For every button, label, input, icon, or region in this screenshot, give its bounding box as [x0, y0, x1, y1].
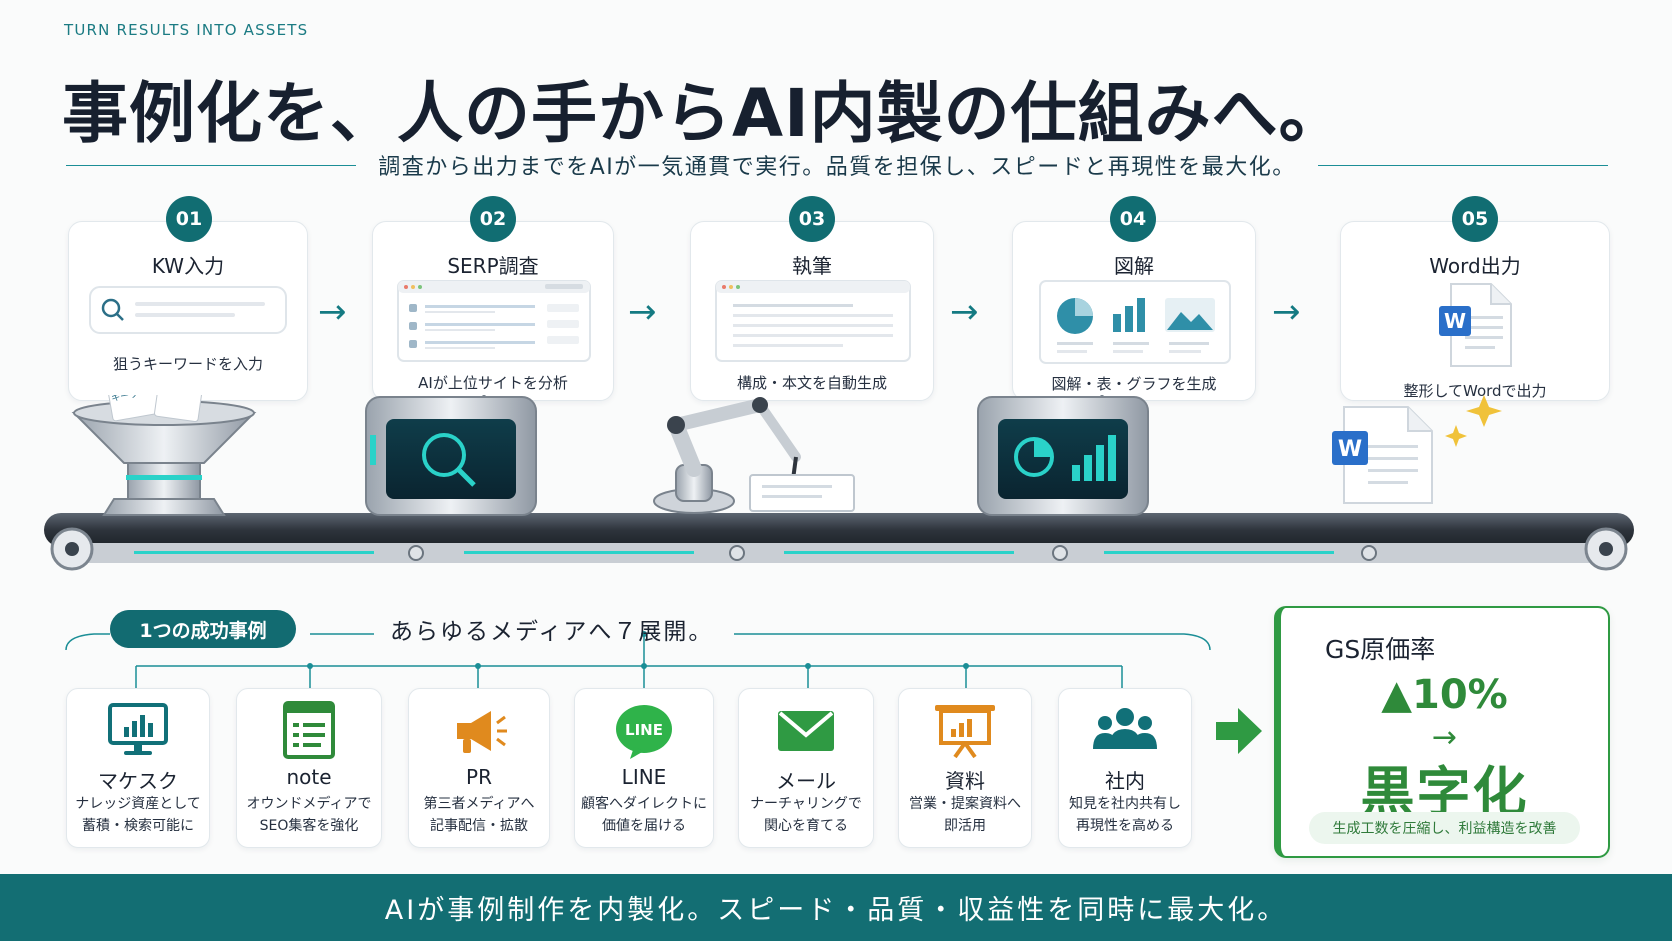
chart-machine-icon [977, 395, 1149, 516]
svg-text:W: W [1444, 309, 1466, 333]
subtitle-row: 調査から出力までをAIが一気通貫で実行。品質を担保し、スピードと再現性を最大化。 [66, 150, 1609, 180]
charts-panel-icon [1039, 280, 1231, 364]
word-document-output-icon: W [1332, 395, 1502, 504]
step-number-badge: 01 [166, 196, 212, 242]
media-connector-lines [65, 631, 1211, 688]
search-bar-icon [89, 286, 287, 334]
step-desc: 図解・表・グラフを生成 [1051, 375, 1217, 393]
footer-banner: AIが事例制作を内製化。スピード・品質・収益性を同時に最大化。 [0, 874, 1672, 941]
step-card-kw-input: KW入力 狙うキーワードを入力 [68, 221, 308, 401]
media-desc: ナレッジ資産として蓄積・検索可能に [75, 796, 201, 834]
media-card-pr: PR 第三者メディアへ記事配信・拡散 [408, 688, 550, 848]
media-card-makesuku: マケスク ナレッジ資産として蓄積・検索可能に [66, 688, 210, 848]
arrow-right-icon: → [628, 292, 657, 332]
step-title: 図解 [1114, 254, 1154, 278]
step-number-badge: 04 [1110, 196, 1156, 242]
media-desc: 営業・提案資料へ即活用 [909, 796, 1021, 834]
document-list-icon [283, 701, 335, 759]
step-card-serp: SERP調査 AIが上位サイトを分析 [372, 221, 614, 401]
conveyor-illustration: キーワード W [44, 395, 1634, 571]
media-desc: 知見を社内共有し再現性を高める [1069, 796, 1181, 834]
media-desc: 第三者メディアへ記事配信・拡散 [423, 796, 535, 834]
step-number-badge: 02 [470, 196, 516, 242]
gs-title: GS原価率 [1325, 635, 1436, 664]
step-desc: AIが上位サイトを分析 [418, 374, 568, 392]
robot-arm-icon [653, 397, 855, 514]
arrow-right-icon: → [318, 292, 347, 332]
step-card-writing: 執筆 構成・本文を自動生成 [690, 221, 934, 401]
gs-value: ▲10% [1381, 672, 1508, 718]
megaphone-icon [457, 711, 507, 753]
step-number-badge: 03 [789, 196, 835, 242]
gs-cost-rate-card: GS原価率 ▲10% → 黒字化 生成工数を圧縮し、利益構造を改善 [1274, 606, 1610, 858]
hopper-label: キーワード [111, 395, 157, 404]
step-card-diagram: 図解 図解・表・グラフを生成 [1012, 221, 1256, 401]
sparkle-icon [1445, 425, 1467, 447]
page-title: 事例化を、人の手からAI内製の仕組みへ。 [62, 75, 1346, 152]
subtitle-line-right [1317, 164, 1609, 166]
word-badge: W [1338, 437, 1362, 462]
media-card-line: LINE LINE 顧客へダイレクトに価値を届ける [574, 688, 714, 848]
step-title: SERP調査 [447, 254, 539, 278]
step-title: 執筆 [792, 254, 832, 278]
media-name: メール [776, 769, 836, 793]
line-icon: LINE [616, 705, 672, 759]
media-name: note [286, 765, 332, 789]
step-number-badge: 05 [1452, 196, 1498, 242]
word-file-icon: W [1439, 283, 1512, 367]
media-name: LINE [621, 765, 667, 789]
media-card-internal: 社内 知見を社内共有し再現性を高める [1058, 688, 1192, 848]
arrow-right-icon: → [1272, 292, 1301, 332]
step-title: Word出力 [1429, 254, 1521, 278]
media-card-mail: メール ナーチャリングで関心を育てる [738, 688, 874, 848]
eyebrow-text: TURN RESULTS INTO ASSETS [64, 21, 309, 39]
conveyor-belt [44, 513, 1634, 547]
media-desc: 顧客へダイレクトに価値を届ける [581, 796, 707, 834]
monitor-chart-icon [108, 703, 168, 755]
document-editor-icon [715, 280, 911, 362]
media-name: マケスク [98, 769, 178, 793]
gs-note: 生成工数を圧縮し、利益構造を改善 [1309, 812, 1580, 844]
subtitle-line-left [66, 164, 357, 166]
analysis-machine-icon [365, 395, 537, 516]
presentation-icon [935, 705, 995, 759]
sparkle-icon [1466, 395, 1502, 427]
arrow-right-icon: → [950, 292, 979, 332]
step-desc: 構成・本文を自動生成 [736, 374, 887, 392]
media-name: 資料 [945, 769, 985, 793]
step-card-word-output: Word出力 W 整形してWordで出力 [1340, 221, 1610, 401]
step-desc: 狙うキーワードを入力 [112, 355, 263, 373]
media-desc: ナーチャリングで関心を育てる [750, 796, 862, 834]
team-icon [1093, 708, 1157, 749]
mail-icon [778, 711, 834, 751]
page-subtitle: 調査から出力までをAIが一気通貫で実行。品質を担保し、スピードと再現性を最大化。 [378, 155, 1296, 180]
media-name: 社内 [1105, 769, 1145, 793]
step-desc: 整形してWordで出力 [1403, 382, 1547, 400]
browser-analysis-icon [397, 280, 591, 362]
arrow-right-icon [1216, 708, 1262, 754]
success-case-tag: 1つの成功事例 [110, 610, 296, 648]
step-title: KW入力 [151, 254, 225, 278]
arrow-right-icon: → [1431, 720, 1458, 755]
media-name: PR [466, 765, 492, 789]
media-heading: あらゆるメディアへ７展開。 [390, 619, 714, 645]
hopper-icon: キーワード [71, 395, 257, 516]
media-card-documents: 資料 営業・提案資料へ即活用 [898, 688, 1032, 848]
line-icon-text: LINE [625, 721, 663, 739]
